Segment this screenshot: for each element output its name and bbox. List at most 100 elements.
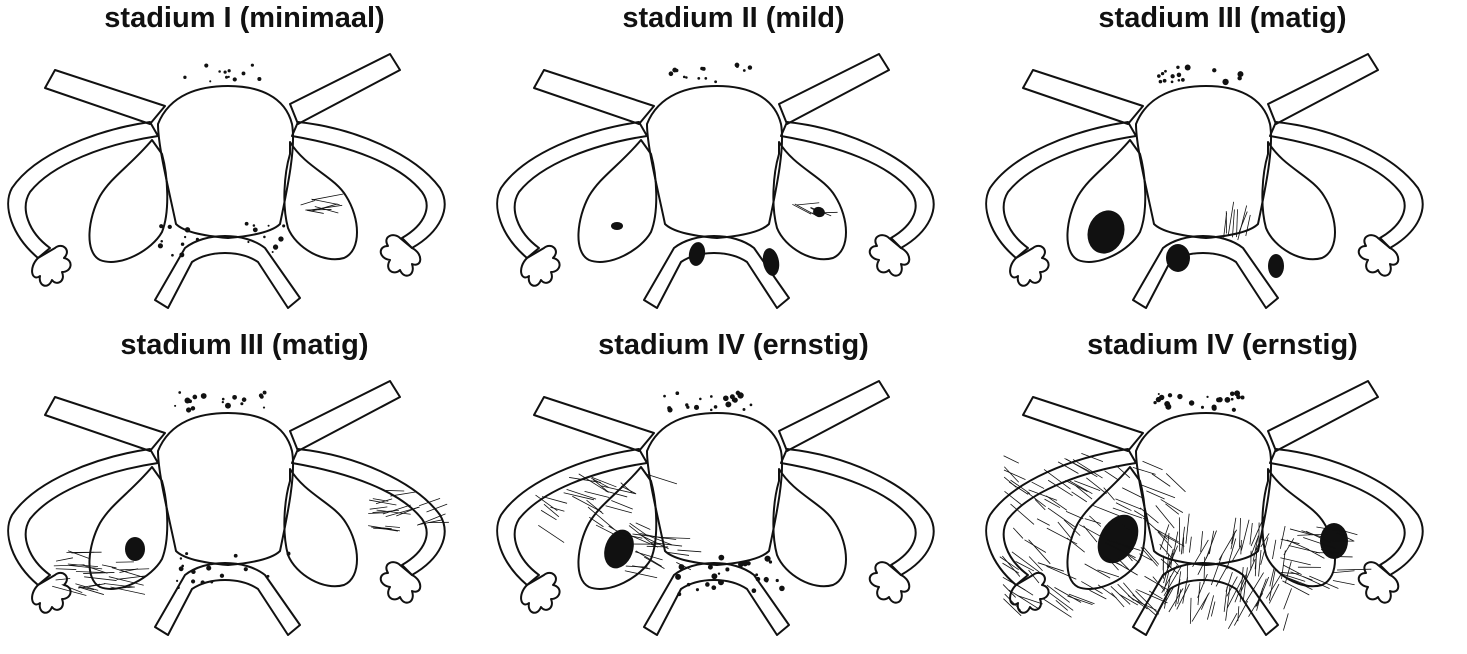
uterus-body [646,85,784,239]
adhesion-line [635,550,662,567]
panel-4: stadium III (matig) [0,327,489,654]
adhesion-line [538,524,565,543]
adhesion-line [1254,550,1257,577]
lesion-dot [1181,78,1185,82]
adhesion-line [624,570,658,579]
lesion-dot [751,588,757,594]
adhesion-line [1189,536,1192,553]
round-ligament-left [533,69,655,125]
adhesion-line [1283,588,1292,610]
adhesion-line [1249,522,1253,545]
adhesion-line [1226,538,1237,570]
adhesion-line [1165,473,1186,493]
lesion-dot [1211,405,1217,411]
lesion-dot [768,560,773,564]
fallopian-tube-right [291,121,446,249]
diagram-group [985,380,1424,636]
adhesion-line [1268,569,1276,601]
lesion-dot [1167,393,1173,398]
panel-3: stadium III (matig) [978,0,1467,327]
lesion-dot [227,69,231,73]
adhesion-line [1045,495,1068,511]
adhesion-line [1175,571,1182,607]
adhesion-line [1191,592,1210,622]
fimbriae-right [868,561,911,604]
uterus-diagram-icon [7,53,446,309]
lesion-dot [742,407,746,411]
lesion-dot [682,75,686,79]
endometrioma [604,529,634,569]
ovary-left [577,139,658,263]
adhesion-line [390,491,417,497]
lesion-dot [1224,397,1231,403]
lesion-dot [717,572,721,575]
lesion-dot [764,555,771,562]
panel-title: stadium IV (ernstig) [1087,329,1358,361]
uterus-body [646,412,784,566]
adhesion-line [52,585,87,596]
adhesion-line [1215,564,1229,587]
adhesion-line [1245,214,1251,237]
lesion-dot [167,224,172,229]
adhesion-line [1028,539,1051,565]
adhesion-line [1185,513,1190,544]
adhesion-line [1017,595,1043,605]
adhesion-line [311,203,338,212]
lesion-dot [184,397,191,404]
lesion-dot [1229,391,1235,397]
adhesion-line [1028,556,1043,572]
adhesion-line [1239,518,1241,548]
adhesion-line [103,583,134,588]
adhesion-line [1303,537,1336,549]
ovary-right [772,468,847,588]
lesion-dot [179,557,183,560]
lesion-dot [272,244,279,250]
adhesion-line [647,474,678,485]
lesion-dot [710,395,713,398]
lesion-dot [1217,397,1223,403]
uterus-diagram-icon [496,53,935,309]
adhesion-line [1279,526,1286,549]
adhesion-line [1037,562,1064,572]
lesion-dot [221,397,225,401]
round-ligament-right [778,53,890,125]
adhesion-line [792,203,812,215]
adhesion-line [1197,573,1208,598]
round-ligament-left [44,69,166,125]
uterus-body [1135,85,1273,239]
lesion-dot [266,574,270,578]
lesion-dot [262,406,266,409]
adhesion-line [1282,613,1289,631]
fimbriae-right [1357,561,1400,604]
adhesion-line [1143,546,1160,565]
lesion-dot [225,402,231,409]
lesion-dot [663,394,666,398]
adhesion-line [1260,533,1270,548]
adhesion-line [1002,562,1020,574]
endometrioma [611,222,623,230]
lesion-dot [1236,394,1241,400]
adhesion-line [1168,545,1179,568]
adhesion-line [1269,568,1275,587]
adhesion-line [311,193,344,201]
adhesion-line [1223,586,1228,612]
adhesion-line [1283,564,1302,575]
adhesion-line [1004,593,1022,611]
adhesion-line [591,476,617,488]
lesion-dot [705,582,710,587]
lesion-dot [1184,64,1191,71]
adhesion-line [1109,549,1130,570]
adhesion-line [1121,487,1143,499]
adhesion-line [1031,481,1045,489]
adhesion-line [1111,592,1125,608]
adhesion-line [1240,559,1256,593]
adhesion-line [1136,589,1168,604]
lesion-dot [232,77,237,82]
adhesion-line [1003,455,1020,464]
ovary-left [1066,139,1147,263]
endometrioma [1087,210,1125,254]
adhesion-line [83,572,115,574]
adhesion-line [1046,565,1077,580]
lesion-dot [1231,407,1236,412]
adhesion-line [1004,466,1020,483]
